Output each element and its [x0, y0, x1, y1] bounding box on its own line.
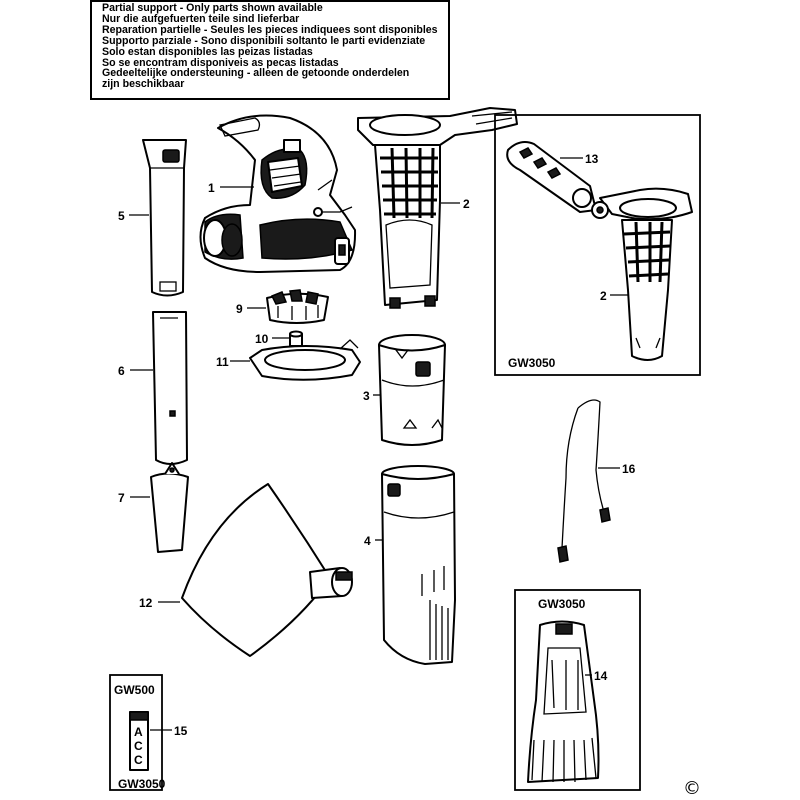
tag-letter-c2: C: [134, 753, 143, 767]
copyright-mark: ©: [683, 778, 701, 799]
part-number-4: 4: [364, 534, 371, 548]
tag-letter-c: C: [134, 739, 143, 753]
notice-line: Partial support - Only parts shown avail…: [102, 2, 323, 14]
part-7-nozzle: [150, 462, 189, 553]
part-number-10: 10: [255, 332, 269, 346]
part-number-2: 2: [463, 197, 470, 211]
notice-line: So se encontram disponiveis as pecas lis…: [102, 56, 339, 69]
notice-line: Solo estan disponibles las peizas listad…: [102, 45, 313, 58]
notice-line: zijn beschikbaar: [102, 78, 185, 91]
gw3050-rake-box: [514, 589, 641, 791]
part-number-16: 16: [622, 462, 636, 476]
part-2-gw3050-tube: [599, 187, 693, 361]
part-9-impeller: [266, 289, 329, 324]
part-number-13: 13: [585, 152, 599, 166]
partial-support-notice: Partial support - Only parts shown avail…: [90, 0, 450, 100]
gw3050-variant-box: [494, 114, 701, 376]
notice-line: Gedeeltelijke ondersteuning - alleen de …: [102, 67, 410, 80]
part-13-handle: [506, 141, 609, 219]
part-number-15: 15: [174, 724, 188, 738]
part-3-collar: [378, 334, 446, 446]
part-number-3: 3: [363, 389, 370, 403]
part-1-motor-housing: [199, 114, 357, 273]
part-number-11: 11: [216, 355, 229, 369]
notice-line: Supporto parziale - Sono disponibili sol…: [102, 34, 426, 47]
notice-line: Reparation partielle - Seules les pieces…: [102, 23, 438, 36]
part-14-rake-attachment: [527, 620, 600, 783]
gw500-label-box: [109, 674, 163, 791]
part-number-12: 12: [139, 596, 153, 610]
tag-letter-a: A: [134, 725, 143, 739]
part-11-fan-cover: [249, 339, 361, 381]
part-number-9: 9: [236, 302, 243, 316]
part-12-collection-bag: [181, 483, 353, 657]
part-number-2b: 2: [600, 289, 607, 303]
part-number-5: 5: [118, 209, 125, 223]
part-number-14: 14: [594, 669, 608, 683]
part-16-shoulder-strap: [557, 399, 611, 563]
gw3050-bottom-box-label: GW3050: [118, 777, 166, 791]
part-6-lower-tube: [152, 311, 188, 465]
part-number-1: 1: [208, 181, 215, 195]
part-5-upper-tube: [142, 139, 187, 297]
part-number-7: 7: [118, 491, 125, 505]
gw500-box-label: GW500: [114, 683, 155, 697]
part-2-vacuum-tube: [357, 107, 518, 309]
gw3050-box-label: GW3050: [508, 356, 556, 370]
part-4-collection-tube: [381, 465, 456, 665]
gw3050-rake-box-label: GW3050: [538, 597, 586, 611]
part-10-bushing: [289, 330, 303, 347]
part-number-6: 6: [118, 364, 125, 378]
part-15-label-tag: A C C: [129, 711, 149, 771]
notice-line: Nur die aufgefuerten teile sind lieferba…: [102, 12, 300, 25]
